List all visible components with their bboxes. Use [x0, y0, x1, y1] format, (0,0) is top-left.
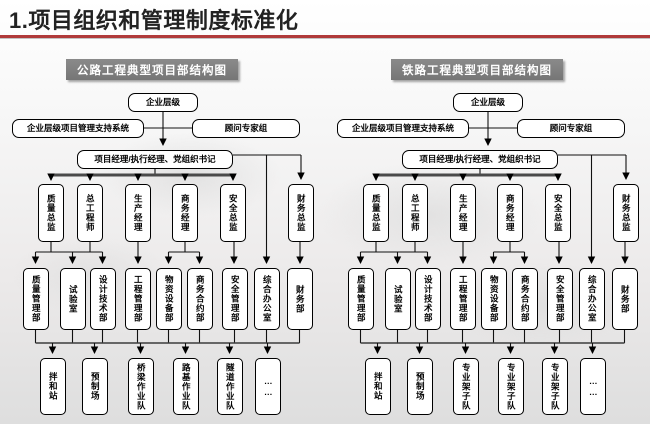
org-node-team: 桥梁作业队 — [128, 358, 154, 415]
org-node-team-more: …… — [255, 358, 281, 415]
org-node-team: 专业架子队 — [453, 358, 479, 415]
org-node-department: 商务合约部 — [512, 268, 538, 330]
org-node-director: 安全总监 — [220, 184, 246, 242]
org-node-department: 质量管理部 — [348, 268, 374, 330]
org-node-team: 隧道作业队 — [217, 358, 243, 415]
railway-org-chart: 铁路工程典型项目部结构图 企业层级 企业层级项目管理支持系统 顾问专家组 项目经… — [325, 58, 650, 424]
org-node-department: 安全管理部 — [547, 268, 573, 330]
page-title: 1.项目组织和管理制度标准化 — [9, 8, 299, 33]
org-node-department: 财务部 — [287, 268, 313, 330]
org-node-department: 物资设备部 — [156, 268, 182, 330]
org-node-director: 总工程师 — [402, 184, 428, 242]
node-project-manager: 项目经理/执行经理、党组织书记 — [402, 150, 558, 169]
org-node-department: 综合办公室 — [579, 268, 605, 330]
org-node-department: 设计技术部 — [415, 268, 441, 330]
node-enterprise-level: 企业层级 — [128, 93, 198, 112]
org-node-team: 专业架子队 — [498, 358, 524, 415]
connector-lines — [356, 111, 630, 354]
org-node-department: 物资设备部 — [481, 268, 507, 330]
org-node-director: 总工程师 — [77, 184, 103, 242]
org-node-director: 质量总监 — [38, 184, 64, 242]
org-node-department: 试验室 — [385, 268, 411, 330]
org-node-director: 质量总监 — [363, 184, 389, 242]
node-enterprise-level: 企业层级 — [453, 93, 523, 112]
org-node-department: 设计技术部 — [90, 268, 116, 330]
title-divider — [0, 35, 650, 39]
org-node-department: 安全管理部 — [222, 268, 248, 330]
chart-title-railway: 铁路工程典型项目部结构图 — [391, 59, 563, 80]
org-node-team-more: …… — [580, 358, 606, 415]
org-node-director: 财务总监 — [288, 184, 314, 242]
org-node-director: 商务经理 — [172, 184, 198, 242]
connector-lines — [31, 111, 305, 354]
org-node-team: 预制场 — [82, 358, 108, 415]
node-advisor-group: 顾问专家组 — [192, 119, 300, 138]
org-node-department: 综合办公室 — [254, 268, 280, 330]
org-node-director: 生产经理 — [450, 184, 476, 242]
org-node-director: 财务总监 — [613, 184, 639, 242]
node-project-manager: 项目经理/执行经理、党组织书记 — [77, 150, 233, 169]
highway-org-chart: 公路工程典型项目部结构图 企业层级 企业层级项目管理支持系统 顾问专家组 项目经… — [0, 58, 325, 424]
org-node-team: 专业架子队 — [542, 358, 568, 415]
org-node-team: 路基作业队 — [173, 358, 199, 415]
org-node-director: 商务经理 — [497, 184, 523, 242]
node-advisor-group: 顾问专家组 — [517, 119, 625, 138]
org-node-team: 预制场 — [407, 358, 433, 415]
org-node-team: 拌和站 — [40, 358, 66, 415]
org-node-department: 工程管理部 — [450, 268, 476, 330]
org-node-team: 拌和站 — [365, 358, 391, 415]
org-node-department: 商务合约部 — [187, 268, 213, 330]
org-node-department: 试验室 — [60, 268, 86, 330]
org-node-department: 工程管理部 — [125, 268, 151, 330]
org-node-department: 财务部 — [612, 268, 638, 330]
chart-title-highway: 公路工程典型项目部结构图 — [66, 59, 238, 80]
node-support-system: 企业层级项目管理支持系统 — [12, 119, 144, 138]
node-support-system: 企业层级项目管理支持系统 — [337, 119, 469, 138]
org-node-director: 生产经理 — [125, 184, 151, 242]
org-node-director: 安全总监 — [545, 184, 571, 242]
org-node-department: 质量管理部 — [23, 268, 49, 330]
